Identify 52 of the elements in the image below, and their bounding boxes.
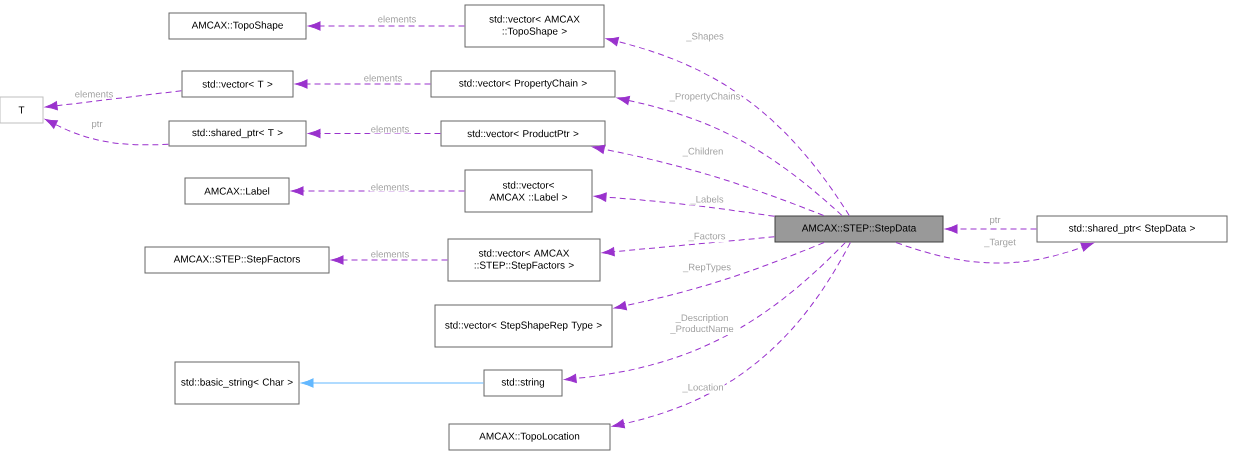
class-box: AMCAX::TopoShape bbox=[168, 12, 307, 40]
edge-label: elements bbox=[369, 124, 411, 134]
class-box: std::vector< ProductPtr > bbox=[440, 120, 606, 147]
edge-label: _Target bbox=[983, 237, 1017, 249]
class-box: std::shared_ptr< T > bbox=[168, 120, 307, 147]
class-box: AMCAX::TopoLocation bbox=[448, 423, 611, 451]
edge-label: _Labels bbox=[689, 194, 725, 206]
arrow bbox=[564, 242, 846, 384]
arrow bbox=[291, 186, 465, 196]
class-box: std::string bbox=[483, 369, 563, 397]
arrow bbox=[606, 37, 850, 216]
arrow bbox=[617, 95, 843, 216]
edge-label: _Shapes bbox=[685, 31, 725, 43]
class-box: AMCAX::Label bbox=[184, 177, 290, 205]
edge-label: elements bbox=[362, 73, 404, 83]
class-box: std::vector< T > bbox=[181, 70, 294, 98]
arrow bbox=[295, 79, 431, 89]
class-box: std::vector< AMCAX ::Label > bbox=[464, 169, 593, 213]
arrow bbox=[614, 242, 825, 311]
edge-label: ptr bbox=[90, 119, 104, 131]
class-box: AMCAX::STEP::StepData bbox=[774, 215, 944, 243]
arrow bbox=[592, 144, 825, 216]
arrow bbox=[301, 378, 484, 388]
arrow bbox=[331, 255, 448, 265]
edge-label: _RepTypes bbox=[682, 262, 733, 274]
arrow bbox=[308, 21, 465, 31]
arrow bbox=[895, 242, 1094, 264]
arrow bbox=[308, 128, 441, 139]
edge-label: elements bbox=[376, 14, 418, 24]
edge-label: _Children bbox=[681, 146, 725, 158]
arrow bbox=[602, 236, 775, 257]
edge-label: _Description _ProductName bbox=[663, 313, 741, 335]
class-box: T bbox=[0, 96, 44, 124]
arrow bbox=[612, 242, 851, 429]
arrow bbox=[594, 192, 775, 217]
edge-label: elements bbox=[369, 249, 411, 259]
arrow bbox=[45, 90, 182, 111]
edge-label: _PropertyChains bbox=[668, 91, 742, 103]
class-box: std::vector< PropertyChain > bbox=[430, 70, 616, 98]
arrow bbox=[945, 224, 1037, 234]
edge-label: _Factors bbox=[687, 231, 727, 243]
class-box: std::vector< AMCAX ::STEP::StepFactors > bbox=[447, 238, 601, 282]
class-box: AMCAX::STEP::StepFactors bbox=[144, 246, 330, 274]
edge-label: elements bbox=[73, 89, 115, 99]
class-box: std::basic_string< Char > bbox=[174, 361, 300, 405]
edge-label: elements bbox=[369, 182, 411, 192]
class-box: std::vector< AMCAX ::TopoShape > bbox=[464, 4, 605, 48]
edge-label: _Location bbox=[681, 382, 725, 394]
class-box: std::vector< StepShapeRep Type > bbox=[434, 304, 613, 348]
edge-label: ptr bbox=[988, 215, 1002, 227]
class-box: std::shared_ptr< StepData > bbox=[1036, 215, 1228, 243]
arrow bbox=[44, 119, 169, 146]
